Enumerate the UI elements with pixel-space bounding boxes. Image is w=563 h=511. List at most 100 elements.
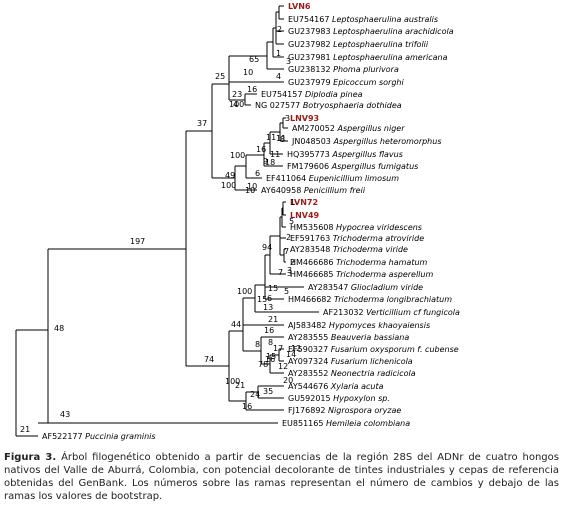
leaf-label: GU238132 Phoma plurivora: [288, 65, 399, 74]
branch-support-label: 94: [262, 243, 272, 252]
figure-label: Figura 3.: [4, 452, 57, 463]
branch-support-label: 2: [286, 233, 291, 242]
species-name: Aspergillus fumigatus: [331, 162, 419, 171]
accession-number: AY283547: [308, 283, 351, 292]
branch-support-label: 15: [266, 352, 276, 361]
leaf-label: HQ395773 Aspergillus flavus: [287, 150, 403, 159]
branch-support-label: 10: [243, 68, 253, 77]
species-name: Phoma plurivora: [333, 65, 399, 74]
isolate-label: LNV49: [290, 211, 320, 220]
branch-support-label: 25: [215, 72, 225, 81]
leaf-label: EF591763 Trichoderma atroviride: [290, 234, 424, 243]
branch-support-label: 3: [287, 269, 292, 278]
leaf-label: HM466686 Trichoderma hamatum: [290, 258, 428, 267]
species-name: Diplodia pinea: [305, 90, 363, 99]
isolate-label: LVN72: [290, 198, 318, 207]
leaf-label: GU237982 Leptosphaerulina trifolii: [288, 40, 429, 49]
branch-support-label: 16: [256, 145, 266, 154]
leaf-label: AF213032 Verticillium cf fungicola: [323, 308, 460, 317]
branch-support-label: 23: [232, 90, 242, 99]
accession-number: AY640958: [261, 186, 304, 195]
branch-support-label: 9: [263, 157, 268, 166]
branch-support-label: 1: [276, 49, 281, 58]
species-name: Nigrospora oryzae: [328, 406, 401, 415]
species-name: Trichoderma hamatum: [336, 258, 428, 267]
branch-support-label: 11: [266, 133, 276, 142]
branch-support-label: 100: [221, 181, 236, 190]
leaf-label: EU851165 Hemileia colombiana: [282, 419, 410, 428]
accession-number: EU754157: [261, 90, 305, 99]
branch-support-label: 100: [237, 287, 252, 296]
branch-support-label: 37: [197, 119, 207, 128]
isolate-label: LNV93: [290, 114, 319, 123]
branch-support-label: 3: [287, 266, 292, 275]
accession-number: GU238132: [288, 65, 333, 74]
branch-support-label: 2: [277, 25, 282, 34]
accession-number: GU237981: [288, 53, 333, 62]
leaf-label: AY283552 Neonectria radicicola: [288, 369, 416, 378]
species-name: Trichoderma asperellum: [336, 270, 433, 279]
accession-number: FM179606: [287, 162, 332, 171]
accession-number: FJ176892: [288, 406, 328, 415]
leaf-label: HM466682 Trichoderma longibrachiatum: [288, 295, 452, 304]
branch-support-label: 35: [263, 387, 273, 396]
species-name: Epicoccum sorghi: [333, 78, 404, 87]
accession-number: AY544676: [288, 382, 331, 391]
leaf-label: EU754157 Diplodia pinea: [261, 90, 363, 99]
species-name: Aspergillus heteromorphus: [332, 137, 441, 146]
branch-support-label: 16: [264, 326, 274, 335]
leaf-label: EU754167 Leptosphaerulina australis: [288, 15, 438, 24]
species-name: Neonectria radicicola: [331, 369, 416, 378]
species-name: Trichoderma longibrachiatum: [334, 295, 452, 304]
species-name: Hypomyces khaoyaiensis: [329, 321, 430, 330]
branch-support-label: 4: [233, 100, 238, 109]
accession-number: EF590327: [288, 345, 331, 354]
leaf-label: AY283548 Trichoderma viride: [290, 245, 408, 254]
accession-number: GU237979: [288, 78, 333, 87]
branch-support-label: 8: [280, 135, 285, 144]
accession-number: AF522177: [42, 432, 85, 441]
branch-support-label: 20: [283, 376, 293, 385]
branch-support-label: 10: [245, 186, 255, 195]
species-name: Hemileia colombiana: [326, 419, 410, 428]
branch-support-label: 13: [263, 303, 273, 312]
species-name: Penicillium freii: [304, 186, 366, 195]
leaf-label: HM535608 Hypocrea viridescens: [290, 223, 422, 232]
branch-support-label: 6: [267, 294, 272, 303]
accession-number: AY283552: [288, 369, 331, 378]
leaf-label: GU237983 Leptosphaerulina arachidicola: [288, 27, 454, 36]
figure-caption: Figura 3. Árbol filogenético obtenido a …: [4, 451, 559, 503]
accession-number: HQ395773: [287, 150, 332, 159]
branch-support-label: 3: [285, 114, 290, 123]
branch-support-label: 44: [231, 320, 241, 329]
leaf-label: JN048503 Aspergillus heteromorphus: [291, 137, 442, 146]
species-name: Trichoderma atroviride: [333, 234, 424, 243]
branch-support-label: 5: [289, 217, 294, 226]
branch-support-label: 24: [250, 390, 260, 399]
accession-number: AY283548: [290, 245, 333, 254]
leaf-label: AY097324 Fusarium lichenicola: [288, 357, 413, 366]
accession-number: AJ583482: [288, 321, 329, 330]
branch-support-label: 100: [225, 377, 240, 386]
accession-number: GU237982: [288, 40, 333, 49]
species-name: Gliocladium viride: [351, 283, 423, 292]
branch-support-label: 100: [230, 151, 245, 160]
branch-support-label: 43: [60, 410, 70, 419]
branch-support-label: 15: [268, 284, 278, 293]
branch-support-label: 4: [276, 72, 281, 81]
accession-number: HM466686: [290, 258, 336, 267]
accession-number: EU754167: [288, 15, 332, 24]
branch-support-label: 16: [247, 85, 257, 94]
branch-support-label: 11: [270, 150, 280, 159]
accession-number: AM270052: [292, 124, 337, 133]
branch-support-label: 78: [258, 360, 268, 369]
accession-number: AY283555: [288, 333, 331, 342]
branch-support-label: 197: [130, 237, 145, 246]
accession-number: JN048503: [291, 137, 333, 146]
branch-support-label: 5: [284, 287, 289, 296]
accession-number: GU237983: [288, 27, 333, 36]
accession-number: EU851165: [282, 419, 326, 428]
branch-support-label: 6: [255, 169, 260, 178]
leaf-label: AY544676 Xylaria acuta: [288, 382, 384, 391]
